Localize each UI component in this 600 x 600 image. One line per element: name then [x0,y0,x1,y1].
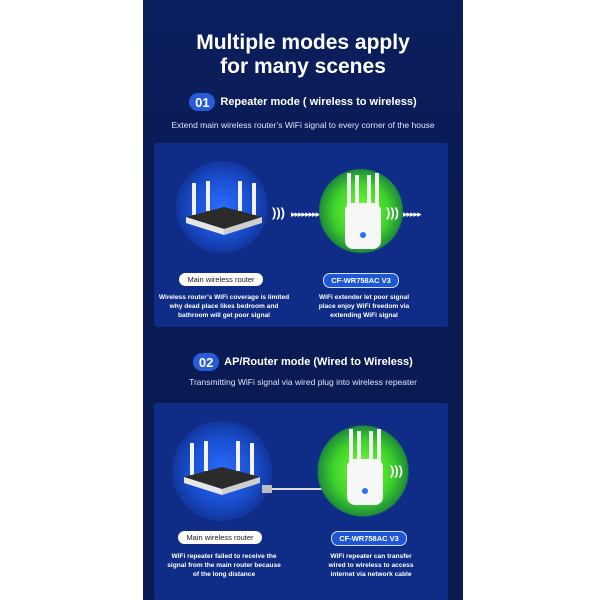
router-description: Wireless router’s WiFi coverage is limit… [158,294,290,319]
mode-1-number: 01 [189,93,216,111]
mode-1-title: Repeater mode ( wireless to wireless) [220,96,417,108]
router-icon [184,441,260,495]
mode-2-number: 02 [193,353,220,371]
dotted-arrow-icon: ▸▸▸▸▸▸▸▸ [291,209,320,219]
router-description: WiFi repeater failed to receive the sign… [167,553,281,578]
extender-model-label: CF-WR758AC V3 [331,531,407,546]
mode-1-card: ))) ▸▸▸▸▸▸▸▸ ))) ▸▸▸▸▸ Main wireless rou… [154,143,448,327]
extender-description: WiFi repeater can transfer wired to wire… [328,553,414,578]
mode-2-heading: 02 AP/Router mode (Wired to Wireless) [143,353,463,371]
mode-2-card: ))) Main wireless router CF-WR758AC V3 W… [154,403,448,600]
extender-icon [347,429,383,505]
promo-panel: Multiple modes apply for many scenes 01 … [143,0,463,600]
title-line-1: Multiple modes apply [196,31,410,54]
router-icon [186,181,262,235]
extender-model-label: CF-WR758AC V3 [323,273,399,288]
wifi-signal-icon: ))) [386,205,399,220]
page-title: Multiple modes apply for many scenes [143,31,463,79]
mode-2-title: AP/Router mode (Wired to Wireless) [224,356,413,368]
mode-2-subtitle: Transmitting WiFi signal via wired plug … [189,377,417,387]
title-line-2: for many scenes [220,55,386,78]
mode-1-heading: 01 Repeater mode ( wireless to wireless) [143,93,463,111]
dotted-arrow-icon: ▸▸▸▸▸ [403,209,422,219]
extender-description: WiFi extender let poor signal place enjo… [318,294,410,319]
router-label: Main wireless router [178,531,262,544]
wifi-signal-icon: ))) [390,463,403,478]
extender-icon [345,173,381,249]
wifi-signal-icon: ))) [272,205,285,220]
router-label: Main wireless router [179,273,263,286]
mode-1-subtitle: Extend main wireless router’s WiFi signa… [171,120,435,130]
